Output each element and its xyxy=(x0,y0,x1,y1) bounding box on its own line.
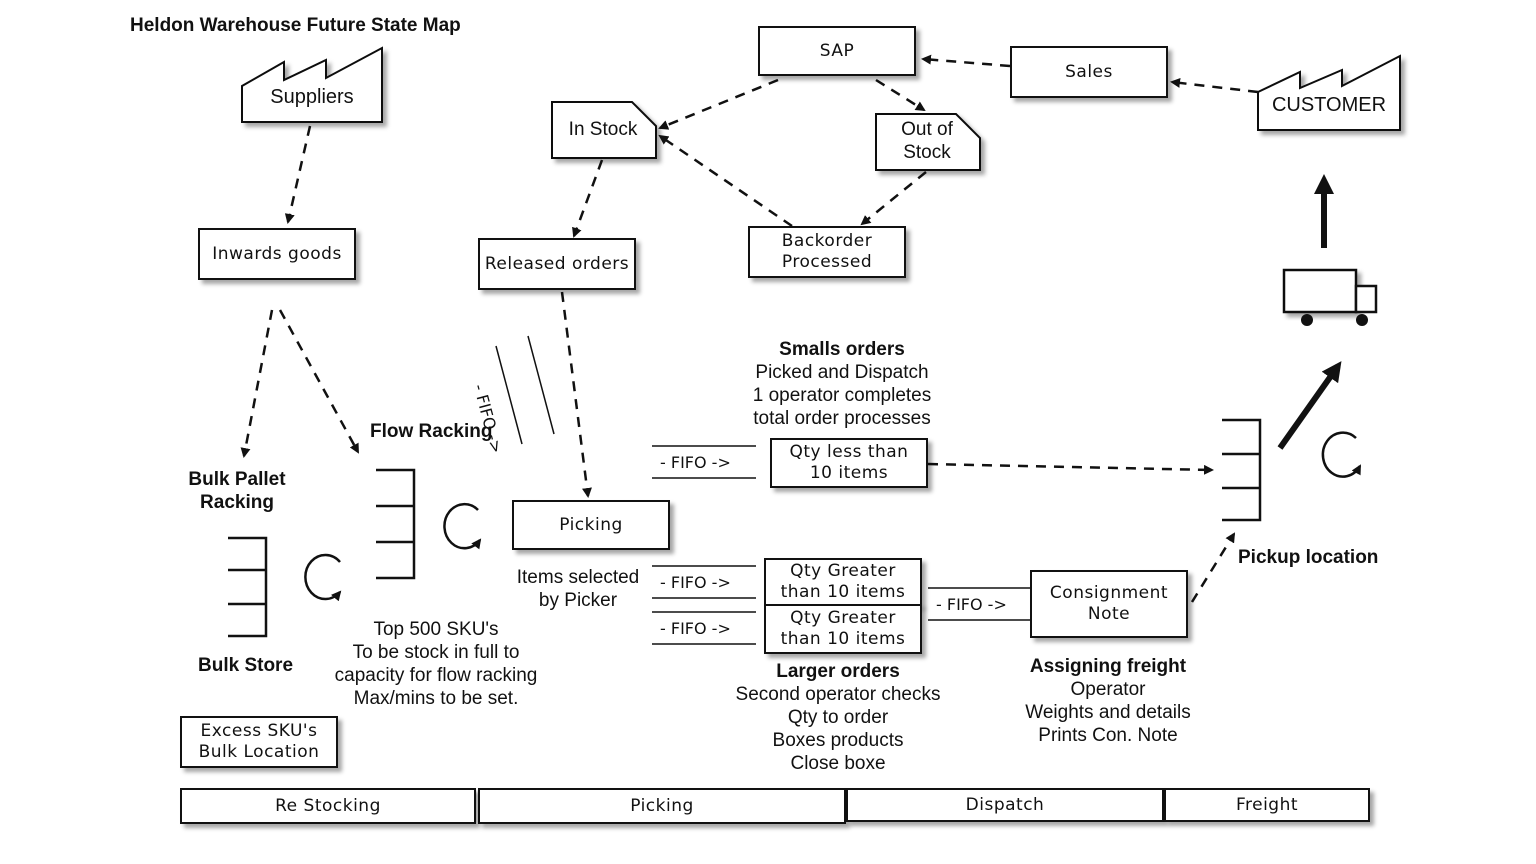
freight-line-3: Prints Con. Note xyxy=(1038,725,1178,746)
freight-title: Assigning freight xyxy=(1029,656,1187,677)
stage-freight: Freight xyxy=(1164,788,1370,822)
freight-line-2: Weights and details xyxy=(1025,702,1191,723)
picking-box: Picking xyxy=(512,500,670,550)
fifo-larger-2-label: - FIFO -> xyxy=(660,619,731,638)
bulk-store-rack-icon xyxy=(228,536,268,638)
solid-shipping-arrows xyxy=(1277,174,1342,450)
customer-factory-icon xyxy=(1257,54,1401,131)
consignment-line-2: Note xyxy=(1087,604,1131,624)
qty-greater-box-2: Qty Greater than 10 items xyxy=(764,604,922,654)
smalls-line-1: Picked and Dispatch xyxy=(755,362,929,383)
released-orders-box: Released orders xyxy=(478,238,636,290)
qty-less-line-1: Qty less than xyxy=(789,442,909,462)
stage-dispatch: Dispatch xyxy=(846,788,1164,822)
out-of-stock-line-1: Out of xyxy=(901,119,953,140)
larger-line-2: Qty to order xyxy=(787,707,889,728)
smalls-line-3: total order processes xyxy=(753,408,931,429)
backorder-line-1: Backorder xyxy=(781,231,873,251)
diagram-title: Heldon Warehouse Future State Map xyxy=(130,15,461,36)
qty-greater-1-line-2: than 10 items xyxy=(780,582,906,602)
items-selected-label: Items selected by Picker xyxy=(508,566,648,612)
top-500-line-1: Top 500 SKU's xyxy=(373,619,499,640)
smalls-line-2: 1 operator completes xyxy=(752,385,932,406)
consignment-note-box: Consignment Note xyxy=(1030,570,1188,638)
cycle-icon-pickup xyxy=(1321,431,1362,478)
in-stock-shape xyxy=(551,101,657,159)
suppliers-factory-icon xyxy=(241,46,383,123)
bulk-store-label: Bulk Store xyxy=(198,655,294,676)
stage-restocking: Re Stocking xyxy=(180,788,476,824)
pickup-rack-icon xyxy=(1222,418,1262,522)
backorder-line-2: Processed xyxy=(781,252,873,272)
qty-greater-1-line-1: Qty Greater xyxy=(790,561,896,581)
out-of-stock-line-2: Stock xyxy=(903,142,951,163)
inwards-goods-box: Inwards goods xyxy=(198,228,356,280)
top-500-line-3: capacity for flow racking xyxy=(334,665,538,686)
excess-sku-line-1: Excess SKU's xyxy=(200,721,318,741)
flow-rack-icon xyxy=(376,468,416,580)
sap-box: SAP xyxy=(758,26,916,76)
cycle-icon-bulk xyxy=(304,553,342,602)
top-500-line-2: To be stock in full to xyxy=(352,642,520,663)
in-stock-label: In Stock xyxy=(568,119,638,140)
assigning-freight-note: Assigning freight Operator Weights and d… xyxy=(1004,655,1212,747)
larger-orders-note: Larger orders Second operator checks Qty… xyxy=(720,660,956,775)
qty-greater-box-1: Qty Greater than 10 items xyxy=(764,558,922,606)
excess-sku-box: Excess SKU's Bulk Location xyxy=(180,716,338,768)
qty-less-box: Qty less than 10 items xyxy=(770,438,928,488)
fifo-consign-label: - FIFO -> xyxy=(936,595,1007,614)
out-of-stock-label: Out of Stock xyxy=(876,118,978,164)
larger-title: Larger orders xyxy=(776,661,900,682)
qty-greater-2-line-1: Qty Greater xyxy=(790,608,896,628)
truck-icon xyxy=(1282,268,1378,326)
bulk-pallet-racking-label: Bulk Pallet Racking xyxy=(170,468,304,514)
qty-less-line-2: 10 items xyxy=(809,463,889,483)
flow-racking-label: Flow Racking xyxy=(370,421,493,442)
stage-picking: Picking xyxy=(478,788,846,824)
smalls-orders-note: Smalls orders Picked and Dispatch 1 oper… xyxy=(732,338,952,430)
dashed-flow-arrows xyxy=(240,54,1259,603)
suppliers-label: Suppliers xyxy=(270,86,354,108)
larger-line-3: Boxes products xyxy=(772,730,904,751)
out-of-stock-shape xyxy=(875,113,981,171)
items-selected-line-1: Items selected xyxy=(516,567,640,588)
customer-label: CUSTOMER xyxy=(1271,94,1387,116)
top-500-line-4: Max/mins to be set. xyxy=(353,688,519,709)
sales-box: Sales xyxy=(1010,46,1168,98)
top-500-note: Top 500 SKU's To be stock in full to cap… xyxy=(326,618,546,710)
consignment-line-1: Consignment xyxy=(1049,583,1169,603)
smalls-title: Smalls orders xyxy=(779,339,905,360)
excess-sku-line-2: Bulk Location xyxy=(198,742,320,762)
fifo-lines xyxy=(495,335,1030,645)
freight-line-1: Operator xyxy=(1070,679,1146,700)
bulk-pallet-line-2: Racking xyxy=(200,492,274,513)
qty-greater-2-line-2: than 10 items xyxy=(780,629,906,649)
fifo-smalls-label: - FIFO -> xyxy=(660,453,731,472)
bulk-pallet-line-1: Bulk Pallet xyxy=(188,469,286,490)
cycle-icon-flow xyxy=(443,502,482,550)
larger-line-4: Close boxe xyxy=(790,753,886,774)
larger-line-1: Second operator checks xyxy=(735,684,941,705)
items-selected-line-2: by Picker xyxy=(538,590,618,611)
pickup-location-label: Pickup location xyxy=(1238,547,1379,568)
fifo-larger-1-label: - FIFO -> xyxy=(660,573,731,592)
backorder-box: Backorder Processed xyxy=(748,226,906,278)
